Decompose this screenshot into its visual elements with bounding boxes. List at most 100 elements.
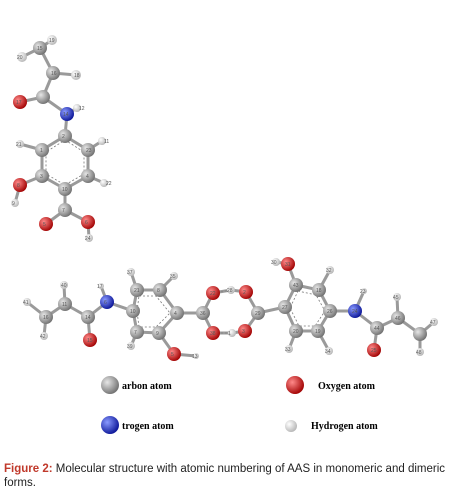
svg-text:17: 17 [16,100,22,106]
hydrogen-atom [272,258,280,266]
hydrogen-atom [170,272,178,280]
legend-nitrogen-label: trogen atom [122,421,174,432]
svg-text:23: 23 [360,289,366,295]
carbon-atom [35,169,49,183]
carbon-atom [130,325,144,339]
svg-text:1: 1 [228,331,231,337]
carbon-atom [58,203,72,217]
svg-text:4: 4 [174,311,177,317]
svg-text:22: 22 [210,291,216,297]
svg-text:14: 14 [85,315,91,321]
svg-text:28: 28 [227,288,233,294]
carbon-atom [58,129,72,143]
svg-text:9: 9 [156,331,159,337]
svg-text:8: 8 [17,183,20,189]
carbon-atom [36,90,50,104]
hydrogen-atom [73,104,81,112]
carbon-atom [58,297,72,311]
oxygen-atom [206,326,220,340]
dimer-atoms [23,257,438,361]
legend-carbon-label: arbon atom [122,381,172,392]
hydrogen-atom [193,353,199,359]
oxygen-atom [13,95,27,109]
oxygen-atom [206,286,220,300]
legend: arbon atom Oxygen atom trogen atom Hydro… [101,376,378,434]
svg-text:2: 2 [243,290,246,296]
hydrogen-atom [416,348,424,356]
svg-text:4: 4 [86,174,89,180]
carbon-atom [153,283,167,297]
hydrogen-atom [98,283,104,289]
svg-text:12: 12 [79,106,85,112]
oxygen-atom [13,178,27,192]
svg-text:10: 10 [62,187,68,193]
svg-text:15: 15 [87,338,93,344]
carbon-atom [130,283,144,297]
svg-text:19: 19 [315,329,321,335]
svg-text:14: 14 [63,112,69,118]
svg-text:1: 1 [40,148,43,154]
svg-text:6: 6 [85,220,88,226]
svg-text:36: 36 [200,311,206,317]
svg-text:16: 16 [51,71,57,77]
legend-oxygen-label: Oxygen atom [318,381,376,392]
svg-text:24: 24 [352,309,358,315]
hydrogen-atom-icon [285,420,297,432]
svg-text:2: 2 [62,134,65,140]
svg-text:21: 21 [16,142,22,148]
svg-text:39: 39 [127,344,133,350]
svg-text:48: 48 [416,350,422,356]
hydrogen-atom [98,137,106,145]
carbon-atom [278,300,292,314]
caption-lead: Figure 2: [4,463,53,475]
hydrogen-atom [325,347,333,355]
carbon-atom [46,66,60,80]
hydrogen-atom [430,318,438,326]
svg-text:44: 44 [374,326,380,332]
svg-text:47: 47 [430,320,436,326]
svg-text:3: 3 [242,329,245,335]
svg-text:5: 5 [171,352,174,358]
svg-text:8: 8 [157,288,160,294]
svg-text:5: 5 [43,222,46,228]
oxygen-atom [281,257,295,271]
legend-nitrogen: trogen atom [101,416,174,434]
svg-text:6: 6 [104,300,107,306]
hydrogen-atom [17,52,27,62]
hydrogen-atom [47,35,57,45]
svg-text:32: 32 [326,268,332,274]
svg-text:7: 7 [134,330,137,336]
carbon-atom [391,311,405,325]
caption-text: Molecular structure with atomic numberin… [4,463,445,489]
svg-text:20: 20 [17,55,23,61]
carbon-atom [35,143,49,157]
legend-hydrogen-label: Hydrogen atom [311,421,378,432]
svg-text:35: 35 [170,274,176,280]
svg-text:27: 27 [282,305,288,311]
hydrogen-atom [85,234,93,242]
carbon-atom [370,321,384,335]
legend-carbon: arbon atom [101,376,172,394]
carbon-atom [33,41,47,55]
svg-text:43: 43 [293,283,299,289]
carbon-atom [152,326,166,340]
svg-text:40: 40 [61,283,67,289]
svg-text:19: 19 [49,38,55,44]
carbon-atom [81,143,95,157]
svg-text:23: 23 [86,148,92,154]
oxygen-atom [81,215,95,229]
carbon-atom [413,327,427,341]
svg-text:16: 16 [43,315,49,321]
svg-text:3: 3 [40,174,43,180]
carbon-atom [323,304,337,318]
svg-text:24: 24 [85,236,91,242]
svg-text:31: 31 [285,262,291,268]
figure-caption: Figure 2: Molecular structure with atomi… [4,462,450,490]
legend-hydrogen: Hydrogen atom [285,420,378,432]
carbon-atom [81,310,95,324]
nitrogen-atom [100,295,114,309]
hydrogen-atom [228,329,236,337]
hydrogen-atom [127,268,135,276]
hydrogen-atom [40,332,48,340]
hydrogen-atom [11,199,19,207]
